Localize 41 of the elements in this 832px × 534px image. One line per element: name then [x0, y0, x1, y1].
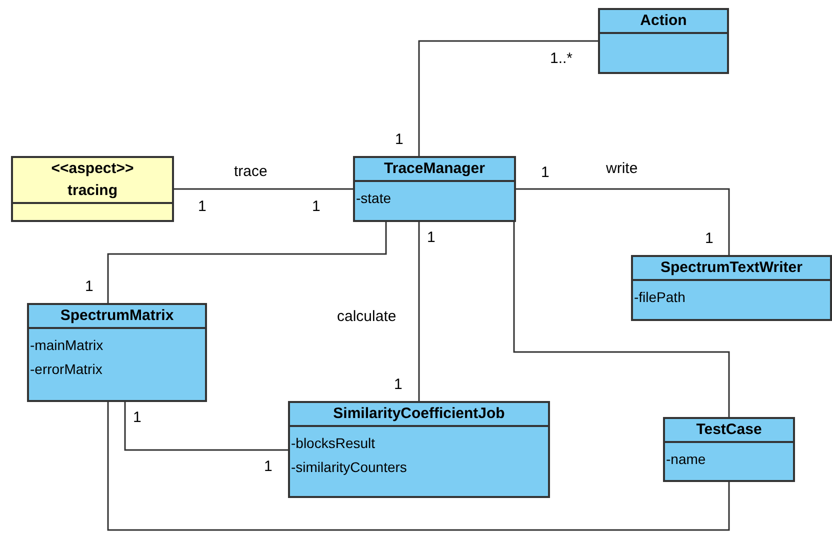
multiplicity-label: 1..*	[549, 51, 574, 67]
association-line	[174, 188, 353, 190]
class-name: SimilarityCoefficientJob	[333, 404, 505, 424]
attribute-text: -filePath	[634, 288, 686, 307]
association-line	[107, 222, 387, 303]
attribute-text: -blocksResult	[291, 434, 376, 453]
attribute-text: -name	[666, 450, 706, 469]
association-line	[124, 402, 288, 451]
class-name: SpectrumMatrix	[60, 306, 174, 326]
class-name: tracing	[67, 181, 118, 201]
multiplicity-label: 1	[84, 279, 94, 295]
class-name: SpectrumTextWriter	[660, 258, 802, 278]
class-name: TraceManager	[384, 159, 485, 179]
class-box	[663, 417, 795, 482]
attribute-text: -mainMatrix	[30, 336, 104, 355]
association-line	[418, 222, 420, 401]
class-box	[11, 156, 174, 222]
multiplicity-label: 1	[132, 410, 142, 426]
multiplicity-label: 1	[197, 199, 208, 215]
class-name: Action	[640, 11, 687, 31]
attribute-text: -errorMatrix	[30, 360, 102, 379]
association-line	[418, 40, 598, 156]
multiplicity-label: 1	[426, 230, 436, 246]
multiplicity-label: 1	[704, 231, 714, 247]
multiplicity-label: 1	[393, 377, 404, 393]
class-box	[598, 8, 729, 74]
association-line	[516, 188, 730, 255]
multiplicity-label: 1	[540, 165, 550, 181]
class-box	[288, 401, 550, 498]
class-box	[631, 255, 832, 321]
attribute-text: -state	[356, 189, 392, 208]
class-name: TestCase	[696, 420, 762, 440]
multiplicity-label: 1	[263, 459, 274, 475]
multiplicity-label: 1	[311, 199, 322, 215]
class-box	[353, 156, 516, 222]
attribute-text: -similarityCounters	[291, 458, 407, 477]
class-box	[27, 303, 207, 402]
multiplicity-label: 1	[394, 132, 404, 148]
association-line	[513, 222, 730, 417]
association-line	[107, 402, 730, 531]
stereotype-label: <<aspect>>	[51, 159, 134, 179]
